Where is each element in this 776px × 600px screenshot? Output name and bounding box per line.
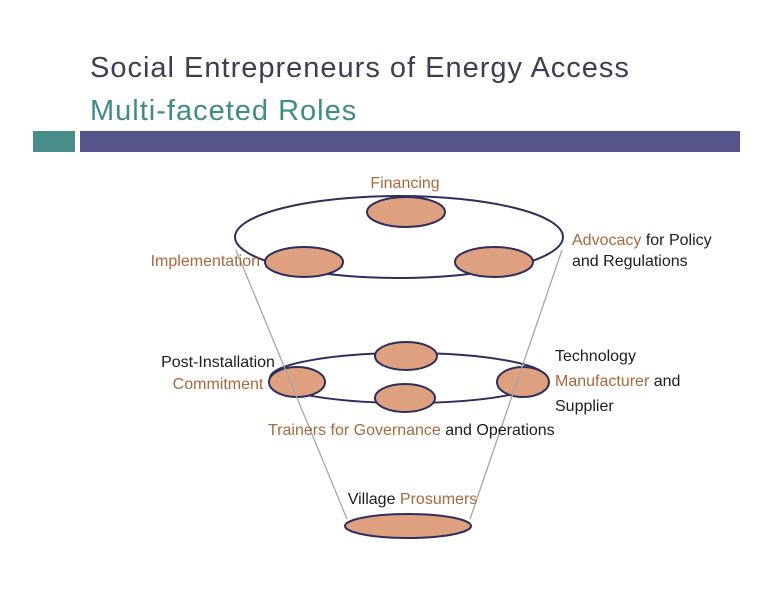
label-advocacy-rest: for Policy <box>641 232 712 249</box>
accent-bar <box>80 131 740 152</box>
label-post-installation-line2: Commitment <box>172 376 264 393</box>
funnel-left-line <box>235 249 348 520</box>
label-village-prosumers: Village Prosumers <box>345 489 480 510</box>
label-technology-line1: Technology <box>555 348 636 365</box>
financing-node <box>366 196 446 228</box>
label-implementation: Implementation <box>128 251 260 272</box>
label-trainers-orange: Trainers for Governance <box>268 422 441 439</box>
label-advocacy-line2: and Regulations <box>572 253 688 270</box>
implementation-node <box>264 246 344 278</box>
technology-node <box>496 366 550 398</box>
label-advocacy-orange: Advocacy <box>572 232 642 249</box>
label-financing-text: Financing <box>370 175 440 192</box>
label-village-text: Village <box>347 491 396 508</box>
label-post-installation-line1: Post-Installation <box>161 354 275 371</box>
accent-square <box>33 131 75 152</box>
label-trainers: Trainers for Governance and Operations <box>268 420 555 441</box>
label-post-installation: Post-Installation Commitment <box>148 352 288 396</box>
advocacy-node <box>454 246 534 278</box>
slide-title: Social Entrepreneurs of Energy Access <box>90 52 630 84</box>
funnel-right-line <box>469 249 563 520</box>
top-ring-ellipse <box>234 195 564 279</box>
label-technology-manufacturer: Manufacturer <box>555 373 650 390</box>
village-prosumers-node <box>344 513 472 539</box>
operations-bottom-node <box>374 383 436 413</box>
label-technology-and: and <box>649 373 681 390</box>
label-financing: Financing <box>325 173 485 194</box>
slide-subtitle: Multi-faceted Roles <box>90 95 358 127</box>
label-prosumers-text: Prosumers <box>395 491 478 508</box>
label-implementation-text: Implementation <box>150 253 260 270</box>
label-technology-supplier: Supplier <box>555 398 614 415</box>
label-technology: Technology Manufacturer and Supplier <box>555 344 680 419</box>
label-trainers-rest: and Operations <box>440 422 555 439</box>
label-advocacy: Advocacy for Policy and Regulations <box>572 230 712 272</box>
governance-top-node <box>374 341 438 371</box>
